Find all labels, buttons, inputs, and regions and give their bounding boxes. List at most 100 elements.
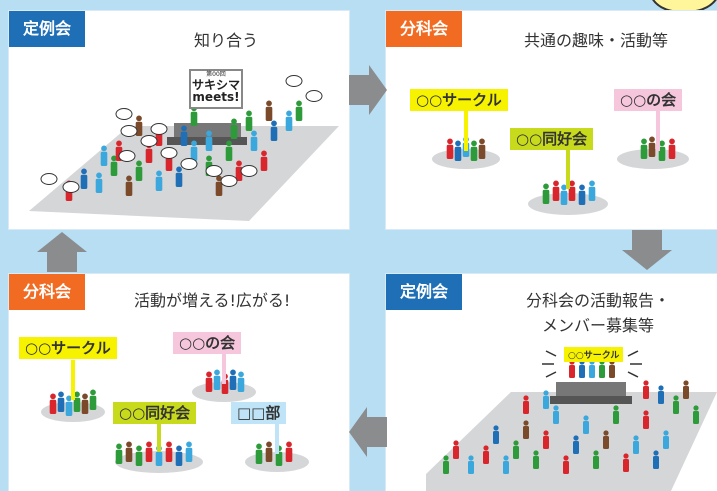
person-icon	[205, 377, 213, 392]
person-icon	[589, 180, 595, 187]
person-icon	[649, 136, 655, 143]
person-icon	[503, 461, 509, 474]
person-icon	[57, 397, 65, 412]
speech-bubble-icon	[62, 181, 80, 193]
person-icon	[165, 156, 173, 171]
person-icon	[115, 449, 123, 464]
person-icon	[265, 447, 273, 462]
person-icon	[214, 369, 220, 376]
speech-bubble-icon	[120, 125, 138, 137]
person-icon	[275, 451, 283, 466]
person-icon	[256, 443, 262, 450]
person-icon	[89, 395, 97, 410]
person-icon	[176, 445, 182, 452]
person-icon	[295, 106, 303, 121]
person-icon	[543, 183, 549, 190]
person-icon	[453, 440, 459, 446]
speech-bubble-icon	[115, 108, 133, 120]
person-icon	[175, 172, 183, 187]
person-icon	[599, 365, 605, 378]
person-icon	[553, 405, 559, 411]
person-icon	[523, 420, 529, 426]
person-icon	[569, 180, 575, 187]
person-icon	[155, 451, 163, 466]
panel-title: 共通の趣味・活動等	[524, 31, 669, 50]
person-icon	[648, 142, 656, 157]
meets-board: 第00回 サキシマ meets!	[189, 69, 243, 109]
speech-bubble-icon	[220, 175, 238, 187]
person-icon	[213, 375, 221, 390]
stage-sign: ○○サークル	[564, 347, 624, 362]
panel-title-line2: メンバー募集等	[542, 316, 655, 335]
person-icon	[215, 181, 223, 196]
person-icon	[470, 146, 478, 161]
person-icon	[658, 146, 666, 161]
person-icon	[181, 125, 187, 132]
person-icon	[653, 456, 659, 469]
person-icon	[658, 385, 664, 391]
person-icon	[116, 443, 122, 450]
person-icon	[50, 393, 56, 400]
groups-illustration	[432, 136, 689, 215]
person-icon	[65, 401, 73, 416]
person-icon	[659, 140, 665, 147]
person-icon	[641, 138, 647, 145]
person-icon	[229, 375, 237, 390]
group-sign-circle: ○○サークル	[19, 337, 117, 359]
person-icon	[145, 447, 153, 462]
person-icon	[503, 455, 509, 461]
speech-bubble-icon	[140, 135, 158, 147]
person-icon	[175, 451, 183, 466]
person-icon	[483, 451, 489, 464]
person-icon	[125, 181, 133, 196]
arrow-right-icon	[349, 65, 387, 115]
person-icon	[583, 415, 589, 421]
person-icon	[226, 140, 232, 147]
person-icon	[643, 416, 649, 429]
person-icon	[230, 369, 236, 376]
person-icon	[471, 140, 477, 147]
person-icon	[553, 411, 559, 424]
person-icon	[593, 450, 599, 456]
person-icon	[543, 396, 549, 409]
person-icon	[49, 399, 57, 414]
person-icon	[101, 145, 107, 152]
person-icon	[230, 124, 238, 139]
speech-bubble-icon	[285, 75, 303, 87]
panel-subcommittee-1: 分科会 共通の趣味・活動等 ○○サークル ○○同好会 ○○の会	[386, 11, 717, 229]
person-icon	[285, 447, 293, 462]
person-icon	[533, 450, 539, 456]
group-sign-club: ○○同好会	[510, 128, 594, 150]
person-icon	[663, 436, 669, 449]
person-icon	[216, 175, 222, 182]
group-sign-society: ○○の会	[614, 89, 683, 111]
person-icon	[578, 190, 586, 205]
person-icon	[176, 166, 182, 173]
person-icon	[603, 436, 609, 449]
person-icon	[563, 455, 569, 461]
person-icon	[561, 184, 567, 191]
panel-tag: 分科会	[9, 274, 86, 310]
person-icon	[165, 447, 173, 462]
person-icon	[454, 146, 462, 161]
person-icon	[96, 172, 102, 179]
person-icon	[135, 166, 143, 181]
person-icon	[543, 390, 549, 396]
person-icon	[146, 441, 152, 448]
person-icon	[225, 146, 233, 161]
panel-tag: 定例会	[386, 274, 463, 310]
person-icon	[80, 174, 88, 189]
person-icon	[206, 155, 212, 162]
person-icon	[523, 426, 529, 439]
person-icon	[251, 130, 257, 137]
panel-regular-meeting-2: 定例会 分科会の活動報告・ メンバー募集等 ○○サークル	[386, 274, 717, 491]
person-icon	[190, 146, 198, 161]
person-icon	[543, 436, 549, 449]
person-icon	[191, 140, 197, 147]
speech-bubble-icon	[118, 150, 136, 162]
person-icon	[533, 456, 539, 469]
person-icon	[250, 136, 258, 151]
person-icon	[260, 156, 268, 171]
person-icon	[116, 140, 122, 147]
person-icon	[443, 461, 449, 474]
